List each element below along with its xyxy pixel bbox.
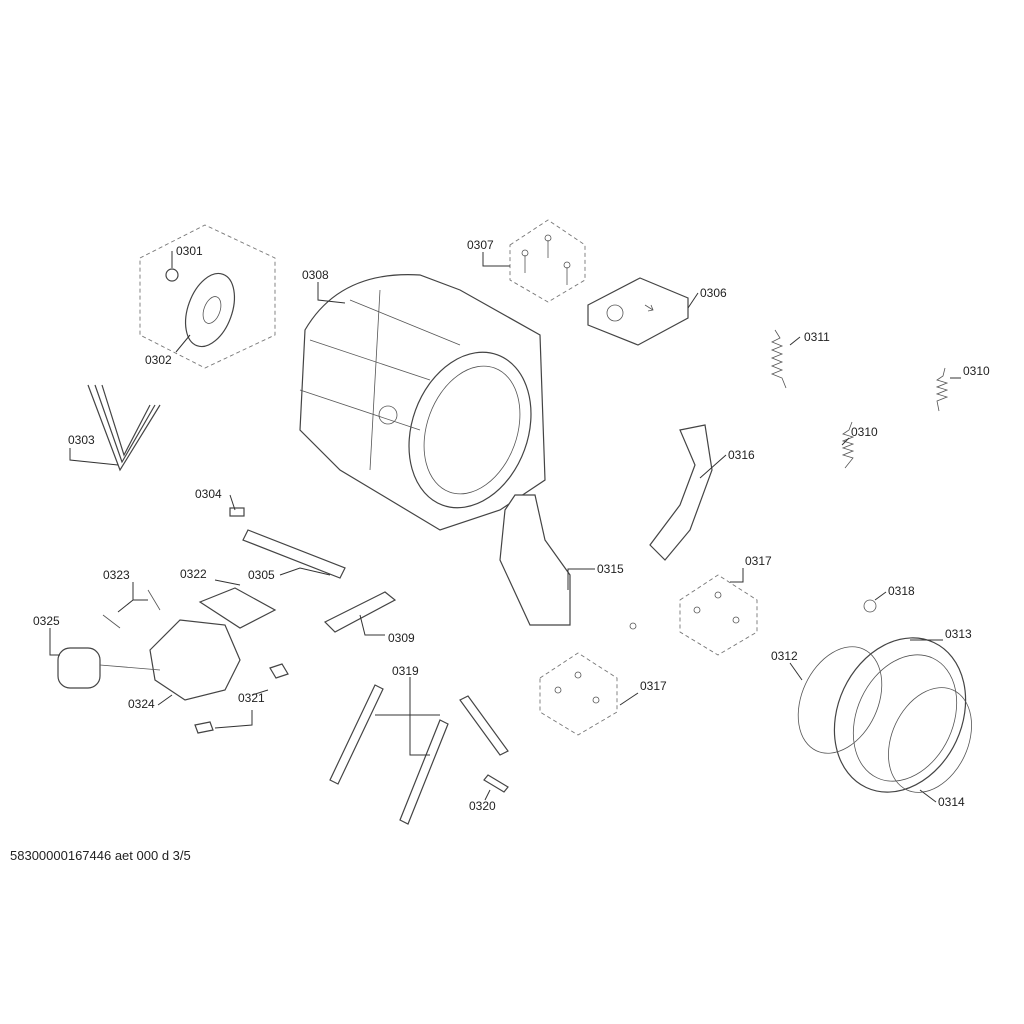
bracket-0315 <box>499 494 571 626</box>
callout-0311: 0311 <box>804 330 830 344</box>
callout-0306: 0306 <box>700 286 727 300</box>
callout-0309: 0309 <box>388 631 415 645</box>
callout-0315: 0315 <box>597 562 624 576</box>
cover-0322 <box>198 587 277 629</box>
drawing-reference: 58300000167446 aet 000 d 3/5 <box>10 848 191 863</box>
callout-0317: 0317 <box>745 554 772 568</box>
bracket-0316 <box>649 424 713 561</box>
callout-0313: 0313 <box>945 627 972 641</box>
callout-0317b: 0317 <box>640 679 667 693</box>
callout-0324: 0324 <box>128 697 155 711</box>
callout-0316: 0316 <box>728 448 755 462</box>
callout-0307: 0307 <box>467 238 494 252</box>
leader-lines <box>49 251 961 803</box>
spring-0310b <box>841 421 855 469</box>
drive-belt <box>87 384 161 472</box>
sensor-0304 <box>229 507 245 517</box>
callout-0304: 0304 <box>195 487 222 501</box>
screw-0320 <box>483 774 509 793</box>
pulley-group <box>139 224 276 369</box>
connector-0325 <box>57 647 101 689</box>
callout-0310: 0310 <box>963 364 990 378</box>
paddle-0309 <box>323 591 397 633</box>
callout-0320: 0320 <box>469 799 496 813</box>
callout-0322: 0322 <box>180 567 207 581</box>
tub <box>299 274 546 531</box>
heater-0305 <box>242 529 346 579</box>
callout-0310b: 0310 <box>851 425 878 439</box>
spring-0310 <box>935 367 949 412</box>
callout-0312: 0312 <box>771 649 798 663</box>
weight-block <box>587 277 689 346</box>
callout-0321: 0321 <box>238 691 265 705</box>
callout-0323: 0323 <box>103 568 130 582</box>
callout-0303: 0303 <box>68 433 95 447</box>
screw-set-0317a <box>679 574 758 656</box>
door-seal <box>797 599 972 793</box>
callout-0302: 0302 <box>145 353 172 367</box>
spring-0311 <box>770 329 787 389</box>
callout-0314: 0314 <box>938 795 965 809</box>
screw-set-0317b <box>539 652 618 736</box>
callouts: 0301 0302 0303 0304 0305 0306 0307 0308 … <box>33 238 990 813</box>
callout-0325: 0325 <box>33 614 60 628</box>
motor-0324 <box>149 619 241 701</box>
screw-set-0307 <box>509 219 586 303</box>
callout-0308: 0308 <box>302 268 329 282</box>
callout-0301: 0301 <box>176 244 203 258</box>
shock-absorber <box>329 684 509 825</box>
callout-0319: 0319 <box>392 664 419 678</box>
callout-0318: 0318 <box>888 584 915 598</box>
callout-0305: 0305 <box>248 568 275 582</box>
